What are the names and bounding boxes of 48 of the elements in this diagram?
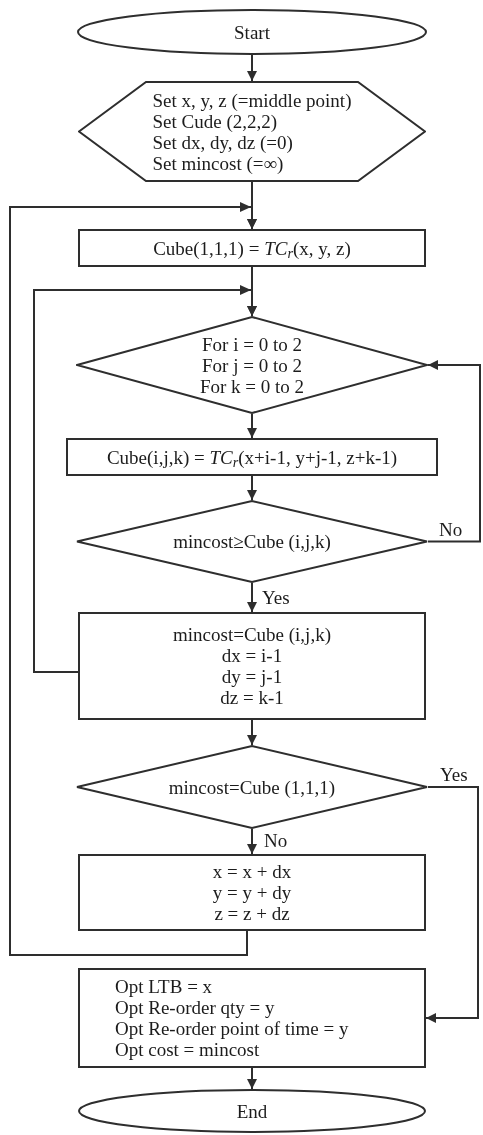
terminal-oval: [77, 9, 427, 55]
process-box: [78, 612, 426, 720]
arrow: [247, 828, 257, 855]
setup-text: Set dx, dy, dz (=0): [152, 131, 293, 153]
step-text: dy = j-1: [221, 666, 283, 687]
step-text: Opt Re-order point of time = y: [115, 1018, 349, 1039]
edge-label: Yes: [440, 764, 468, 785]
arrow: [247, 719, 257, 746]
terminal-text: End: [236, 1100, 268, 1122]
step-text: mincost=Cube (i,j,k): [173, 624, 331, 645]
arrow: [247, 475, 257, 501]
decision-diamond: [76, 316, 428, 414]
condition-text: For j = 0 to 2: [202, 354, 302, 376]
edge-label: Yes: [262, 587, 290, 608]
step-text: y = y + dy: [212, 882, 292, 903]
arrow: [425, 786, 479, 1023]
condition-text: mincost=Cube (1,1,1): [168, 776, 336, 798]
process-box: [66, 438, 438, 476]
arrow: [247, 582, 257, 613]
preparation-hexagon: [78, 81, 426, 182]
setup-text: Set mincost (=∞): [152, 152, 284, 174]
arrow: [247, 1067, 257, 1090]
condition-text: mincost≥Cube (i,j,k): [173, 531, 331, 552]
process-box: [78, 229, 426, 267]
step-text: dx = i-1: [221, 645, 283, 666]
process-box: [78, 854, 426, 931]
step-text: Cube(i,j,k) = TC$_{r}$(x+i-1, y+j-1, z+k-1): [106, 446, 398, 468]
step-text: Cube(1,1,1) = TC$_{r}$(x, y, z): [153, 237, 351, 259]
step-text: Opt Re-order qty = y: [115, 997, 275, 1018]
step-text: x = x + dx: [212, 861, 292, 882]
decision-diamond: [76, 745, 428, 829]
arrow: [427, 360, 481, 543]
process-box: [78, 968, 426, 1068]
step-text: Opt cost = mincost: [115, 1039, 260, 1060]
step-text: z = z + dz: [214, 903, 290, 924]
arrow: [247, 413, 257, 439]
step-text: Opt LTB = x: [115, 976, 213, 997]
setup-text: Set Cude (2,2,2): [152, 110, 278, 132]
condition-text: For i = 0 to 2: [202, 333, 302, 355]
edge-label: No: [264, 830, 288, 851]
setup-text: Set x, y, z (=middle point): [152, 89, 352, 111]
decision-diamond: [76, 500, 428, 583]
step-text: dz = k-1: [220, 687, 284, 708]
condition-text: For k = 0 to 2: [199, 375, 305, 397]
edge-label: No: [439, 519, 463, 540]
terminal-text: Start: [234, 21, 270, 43]
arrow: [247, 54, 257, 82]
terminal-oval: [78, 1089, 426, 1133]
